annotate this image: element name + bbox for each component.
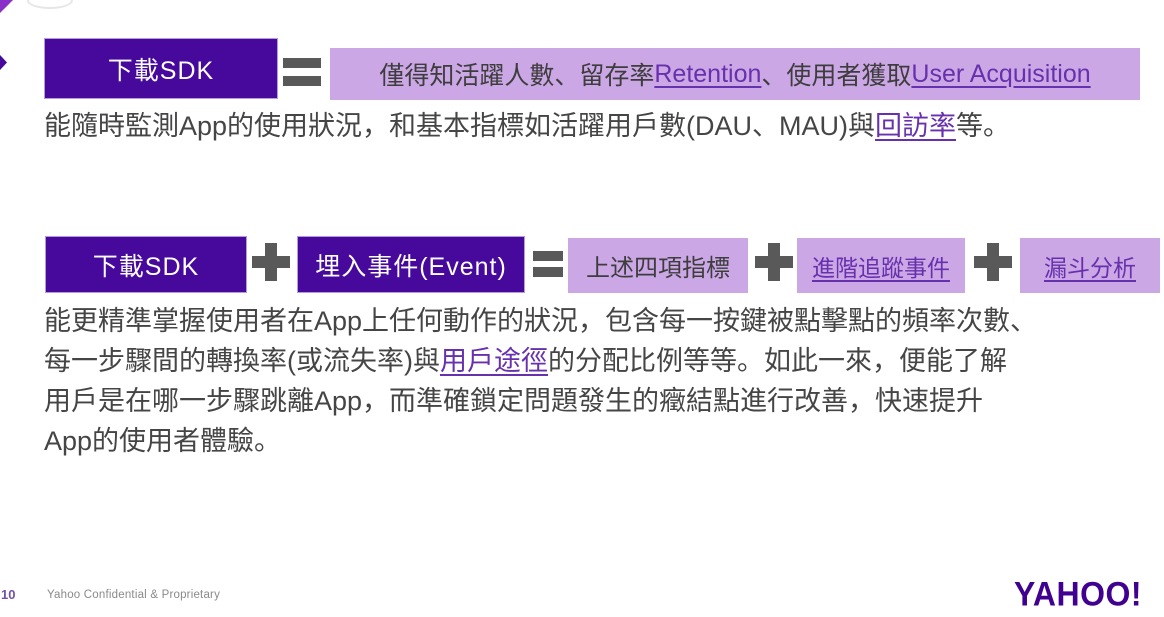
advanced-tracking-link[interactable]: 進階追蹤事件	[812, 254, 950, 281]
confidential-notice: Yahoo Confidential & Proprietary	[47, 589, 221, 601]
download-sdk-label-row1: 下載SDK	[107, 56, 215, 85]
paragraph-line: 用戶是在哪一步驟跳離App，而準確鎖定問題發生的癥結點進行改善，快速提升	[44, 386, 984, 416]
four-metrics-label: 上述四項指標	[586, 255, 730, 282]
paragraph-line: App的使用者體驗。	[44, 426, 282, 456]
equals-icon-row1	[283, 58, 321, 86]
plus-icon-2	[755, 243, 793, 281]
row1-description-pre: 能隨時監測App的使用狀況，和基本指標如活躍用戶數(DAU、MAU)與	[44, 111, 876, 141]
paragraph-line2-post: 的分配比例等等。如此一來，便能了解	[547, 346, 1007, 376]
row2-paragraph: 能更精準掌握使用者在App上任何動作的狀況，包含每一按鍵被點擊點的頻率次數、 每…	[44, 301, 1139, 461]
page-number: 10	[1, 587, 16, 602]
basic-metrics-text-mid: 、使用者獲取	[761, 62, 912, 90]
funnel-analysis-link[interactable]: 漏斗分析	[1044, 254, 1136, 281]
user-acquisition-link[interactable]: User Acquisition	[911, 59, 1091, 88]
row1-description: 能隨時監測App的使用狀況，和基本指標如活躍用戶數(DAU、MAU)與回訪率等。	[44, 107, 1154, 145]
row1-description-post: 等。	[956, 111, 1011, 141]
user-path-link[interactable]: 用戶途徑	[439, 346, 548, 376]
embed-event-label: 埋入事件(Event)	[315, 252, 507, 281]
paragraph-line: 能更精準掌握使用者在App上任何動作的狀況，包含每一按鍵被點擊點的頻率次數、	[44, 306, 1038, 336]
plus-icon-3	[974, 243, 1012, 281]
basic-metrics-text-pre: 僅得知活躍人數、留存率	[379, 62, 655, 90]
embed-event-box: 埋入事件(Event)	[297, 236, 525, 293]
equals-icon-row2	[533, 251, 563, 277]
paragraph-line2-pre: 每一步驟間的轉換率(或流失率)與	[44, 346, 440, 376]
four-metrics-box: 上述四項指標	[568, 238, 748, 293]
download-sdk-box-row2: 下載SDK	[45, 236, 247, 293]
download-sdk-label-row2: 下載SDK	[92, 252, 200, 281]
advanced-tracking-box: 進階追蹤事件	[797, 238, 965, 293]
corner-decoration-mark	[0, 0, 13, 13]
plus-icon-1	[252, 243, 290, 281]
retention-link[interactable]: Retention	[654, 59, 762, 88]
yahoo-logo: YAHOO!	[1014, 574, 1143, 613]
return-rate-link[interactable]: 回訪率	[875, 111, 957, 141]
download-sdk-box-row1: 下載SDK	[44, 38, 278, 99]
left-edge-decoration-mark	[0, 55, 7, 70]
paragraph-line: 每一步驟間的轉換率(或流失率)與用戶途徑的分配比例等等。如此一來，便能了解	[44, 341, 1139, 381]
funnel-analysis-box: 漏斗分析	[1020, 238, 1160, 293]
top-arc-decoration	[27, 0, 73, 9]
